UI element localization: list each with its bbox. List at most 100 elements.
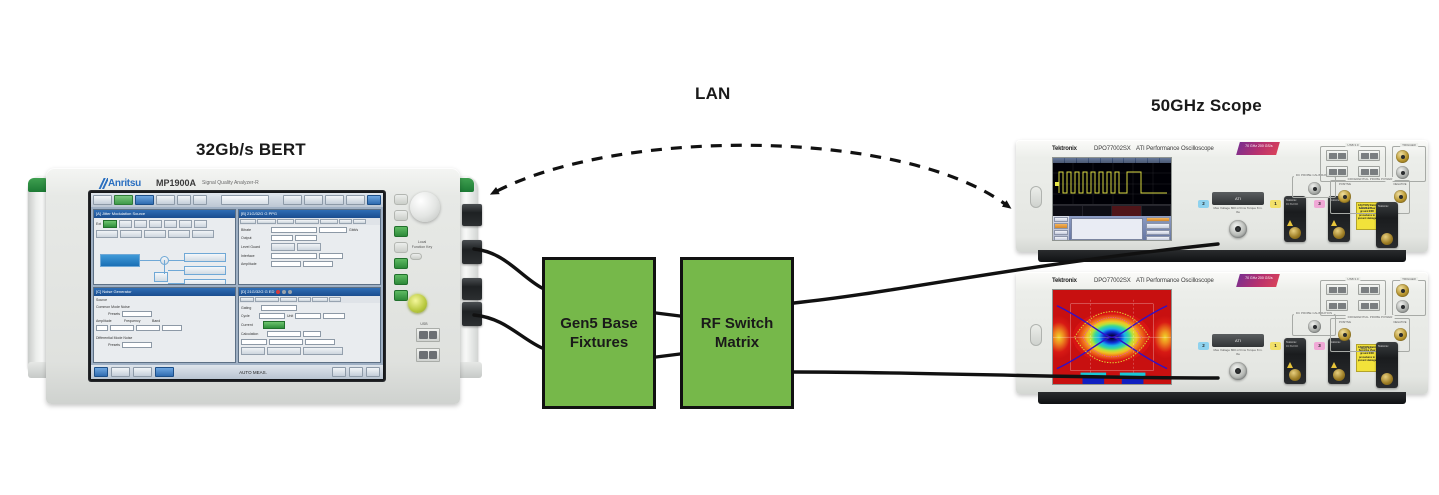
- bert-panel-jitter-modulation-source[interactable]: [A] Jitter Modulation Source Ext: [93, 209, 236, 285]
- trigger-input-connector[interactable]: [1396, 166, 1409, 179]
- softkey-green-3[interactable]: [394, 274, 408, 285]
- probe-connector-nut[interactable]: [1333, 369, 1345, 381]
- bert-connector-module-2[interactable]: [462, 240, 482, 264]
- current-on-button[interactable]: [263, 321, 285, 329]
- bert-connector-module-4[interactable]: [462, 302, 482, 326]
- interface-value[interactable]: [319, 253, 343, 259]
- bert-panel-noise-generator[interactable]: [C] Noise Generator Source Common Mode N…: [93, 287, 236, 363]
- usb-port-4[interactable]: [1358, 166, 1380, 177]
- scope-control-tabs[interactable]: [1053, 216, 1069, 240]
- tab-misc[interactable]: [329, 297, 341, 302]
- ati-input-connector[interactable]: [1229, 362, 1247, 380]
- bitrate-select[interactable]: [271, 227, 317, 233]
- cell[interactable]: [168, 230, 190, 238]
- power-button[interactable]: [408, 294, 427, 313]
- probe-connector-nut[interactable]: [1333, 227, 1345, 239]
- interval-value[interactable]: [303, 331, 321, 337]
- interface-select[interactable]: [271, 253, 317, 259]
- statusbar-close-button[interactable]: [366, 367, 380, 377]
- level-guard-off-button[interactable]: [271, 243, 295, 251]
- presets-select[interactable]: [122, 311, 152, 317]
- dc-probe-cal-connector[interactable]: [1308, 320, 1321, 333]
- tab-misc2[interactable]: [353, 219, 366, 224]
- diagram-ref-clock-block[interactable]: [184, 266, 226, 275]
- usb-port-3[interactable]: [1326, 300, 1348, 311]
- bert-connector-module-1[interactable]: [462, 204, 482, 226]
- toolbar-help-button[interactable]: [367, 195, 381, 205]
- bitrate-value[interactable]: [319, 227, 347, 233]
- data-checkbox[interactable]: [96, 325, 108, 331]
- usb-port-4[interactable]: [1358, 300, 1380, 311]
- probe-negative-connector[interactable]: [1394, 328, 1407, 341]
- toolbar-auto-search-button[interactable]: [325, 195, 344, 205]
- softkey-green-2[interactable]: [394, 258, 408, 269]
- tab-result[interactable]: [240, 297, 254, 302]
- diagram-clock-source-block[interactable]: [100, 254, 140, 267]
- cell[interactable]: [164, 220, 178, 228]
- tab-output[interactable]: [240, 219, 256, 224]
- scope-control-buttons[interactable]: [1145, 216, 1171, 240]
- softkey-green-4[interactable]: [394, 290, 408, 301]
- toolbar-start-button[interactable]: [283, 195, 302, 205]
- function-key-button[interactable]: [410, 253, 422, 260]
- cell[interactable]: [144, 230, 166, 238]
- presets2-select[interactable]: [122, 342, 152, 348]
- probe-negative-connector[interactable]: [1394, 190, 1407, 203]
- scope-menu-bar[interactable]: [1053, 158, 1171, 163]
- amplitude-input[interactable]: [110, 325, 134, 331]
- usb-port-1[interactable]: [1326, 150, 1348, 161]
- probe-module-ch3[interactable]: Tektronix: [1328, 338, 1350, 384]
- diagram-divider-block[interactable]: [154, 272, 168, 282]
- scope-power-button[interactable]: [1030, 324, 1042, 346]
- block-rf-switch-matrix[interactable]: RF Switch Matrix: [680, 257, 794, 409]
- cycle-select[interactable]: [259, 313, 285, 319]
- ati-connector-group-top[interactable]: ATI Max Voltage 800 mVrms Torque 8 in. l…: [1212, 192, 1264, 244]
- panel-tabs[interactable]: [239, 218, 380, 225]
- statusbar-button[interactable]: [111, 367, 130, 377]
- toolbar-load-button[interactable]: [193, 195, 207, 205]
- cell[interactable]: [119, 220, 133, 228]
- gating-select[interactable]: [261, 305, 297, 311]
- amplitude-value[interactable]: [271, 261, 301, 267]
- cell[interactable]: [179, 220, 193, 228]
- tab-misc1[interactable]: [339, 219, 352, 224]
- probe-module-ch1[interactable]: Tektronix DC BLOCK: [1284, 196, 1306, 242]
- bert-connector-module-3[interactable]: [462, 278, 482, 300]
- amplitude-value2[interactable]: [303, 261, 333, 267]
- statusbar-restore-button[interactable]: [349, 367, 363, 377]
- cell[interactable]: [192, 230, 214, 238]
- independent-select[interactable]: [269, 339, 303, 345]
- band-select[interactable]: [162, 325, 182, 331]
- tab-pattern[interactable]: [277, 219, 294, 224]
- cell[interactable]: [149, 220, 163, 228]
- calculation-select[interactable]: [267, 331, 301, 337]
- level-guard-setup-button[interactable]: [297, 243, 321, 251]
- softkey-2[interactable]: [394, 210, 408, 221]
- tab-pattern[interactable]: [280, 297, 297, 302]
- toolbar-auto-adjust-button[interactable]: [346, 195, 365, 205]
- scope-display[interactable]: [1052, 289, 1172, 385]
- block-gen5-base-fixtures[interactable]: Gen5 Base Fixtures: [542, 257, 656, 409]
- clearerror-select[interactable]: [305, 339, 335, 345]
- errorsync-select[interactable]: [241, 339, 267, 345]
- usb-port-1[interactable]: [1326, 284, 1348, 295]
- aux-in-probe-module[interactable]: Tektronix: [1376, 202, 1398, 248]
- tab-capture[interactable]: [312, 297, 328, 302]
- trigger-output-connector[interactable]: [1396, 284, 1409, 297]
- probe-module-ch1[interactable]: Tektronix DC BLOCK: [1284, 338, 1306, 384]
- scope-power-button[interactable]: [1030, 186, 1042, 208]
- panel-tabs[interactable]: [239, 296, 380, 303]
- toolbar-stop-button[interactable]: [304, 195, 323, 205]
- probe-connector-nut[interactable]: [1289, 369, 1301, 381]
- frequency-input[interactable]: [136, 325, 160, 331]
- toolbar-system-button[interactable]: [135, 195, 154, 205]
- tab-error-addition[interactable]: [295, 219, 319, 224]
- statusbar-button[interactable]: [133, 367, 152, 377]
- tab-measurement[interactable]: [255, 297, 279, 302]
- tab-input[interactable]: [298, 297, 311, 302]
- unit-select[interactable]: [295, 313, 322, 319]
- softkey-green-1[interactable]: [394, 226, 408, 237]
- statusbar-button[interactable]: [155, 367, 174, 377]
- bert-panel-ppg-output[interactable]: [B] 21G/32G G PPG: [238, 209, 381, 285]
- bert-toolbar[interactable]: [91, 193, 383, 207]
